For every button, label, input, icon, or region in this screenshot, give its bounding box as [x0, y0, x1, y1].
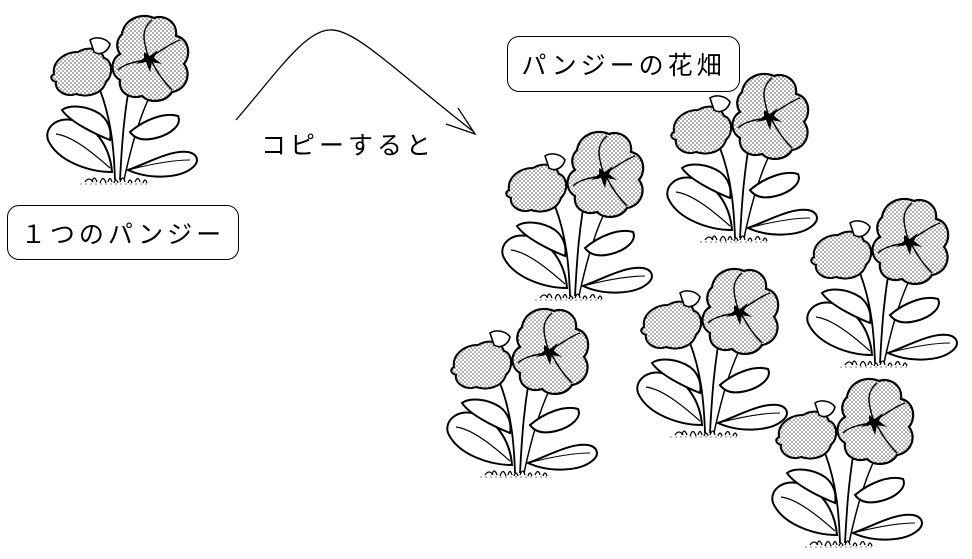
copy-caption: コピーすると: [261, 131, 436, 160]
field-pansy-4: [636, 267, 789, 439]
copy-arrowhead: [445, 107, 477, 136]
field-pansy-2: [501, 130, 654, 302]
field-pansy-1: [666, 72, 819, 244]
pansy-field-label: パンジーの花畑: [507, 36, 740, 92]
copy-arrow: [235, 29, 475, 133]
field-pansy-3: [806, 197, 959, 369]
single-pansy-label: １つのパンジー: [7, 205, 239, 260]
field-pansy-5: [446, 307, 599, 479]
field-pansy-6: [771, 377, 924, 549]
single-pansy-illustration: [46, 14, 199, 186]
